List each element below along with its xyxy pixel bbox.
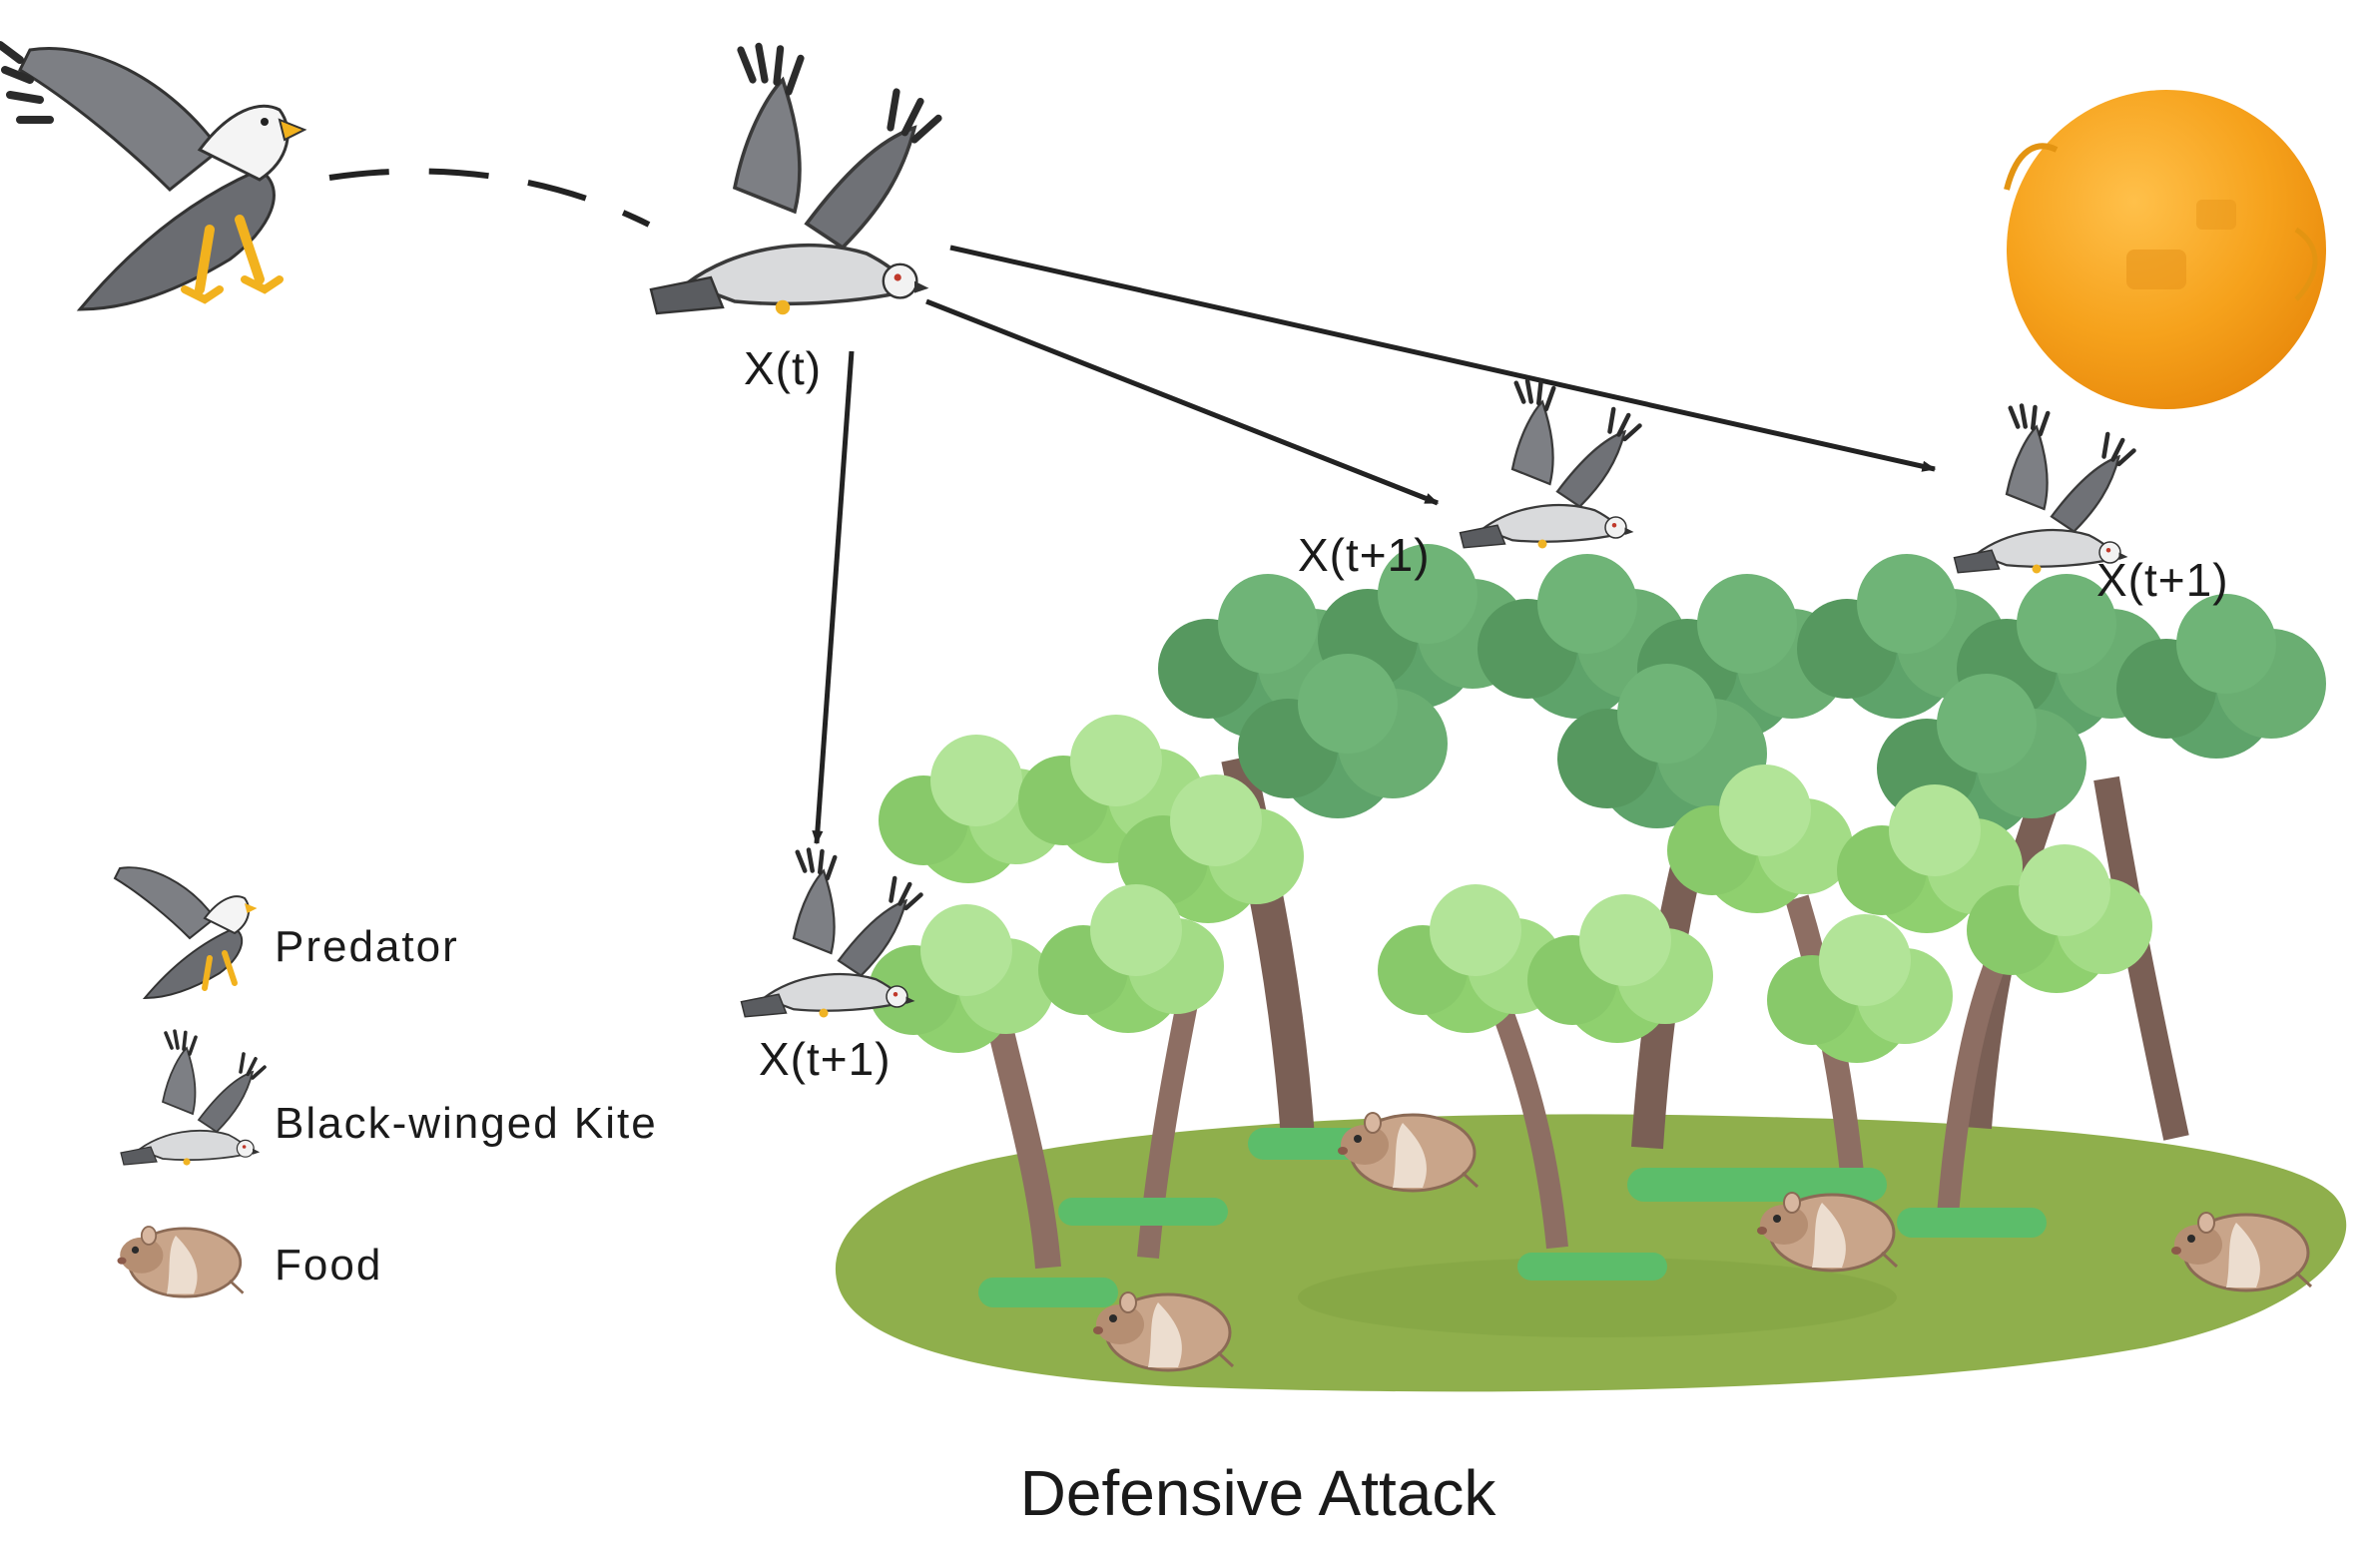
move-arrow-down: [817, 351, 852, 843]
legend-label-food: Food: [275, 1241, 382, 1289]
move-arrow-right: [950, 248, 1935, 469]
predator-eagle-icon: [0, 45, 304, 309]
next-position-label: X(t+1): [759, 1033, 892, 1085]
next-position-label: X(t+1): [1298, 529, 1431, 581]
kite-next-position: [1955, 406, 2134, 574]
predator-eagle-icon: [115, 867, 258, 998]
hamster-food-icon: [118, 1227, 244, 1296]
sun-icon: [2007, 90, 2326, 409]
kite-next-position: [742, 850, 921, 1018]
legend: Predator Black-winged Kite Food: [115, 867, 658, 1296]
kite-icon: [121, 1031, 265, 1165]
move-arrow-middle: [926, 301, 1438, 503]
legend-label-kite: Black-winged Kite: [275, 1099, 658, 1148]
kite-next-position: [1461, 381, 1640, 549]
figure-caption: Defensive Attack: [1020, 1457, 1497, 1529]
predator-pursuit-path: [329, 171, 649, 225]
next-position-label: X(t+1): [2096, 554, 2229, 606]
legend-label-predator: Predator: [275, 922, 459, 971]
kite-current-position: [651, 46, 938, 314]
current-position-label: X(t): [744, 342, 822, 394]
